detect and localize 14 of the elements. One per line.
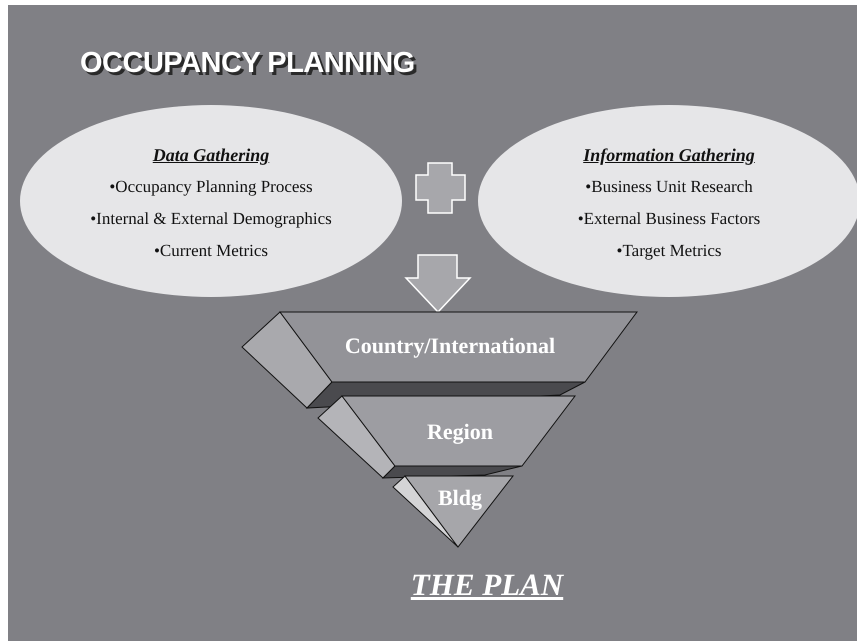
bullet-item: •Internal & External Demographics [90,208,332,230]
tier-label: Country/International [344,332,556,360]
tier-label: Bldg [436,484,484,512]
block-arrow [404,254,472,314]
plan-caption: THE PLAN [410,566,565,604]
bullet-item: •Occupancy Planning Process [109,176,313,198]
bullet-item: •Target Metrics [616,240,722,262]
ellipse-heading: Information Gathering [583,144,755,167]
bullet-item: •External Business Factors [578,208,760,230]
bullet-item: •Business Unit Research [585,176,753,198]
bullet-item: •Current Metrics [154,240,268,262]
ellipse-heading: Data Gathering [152,144,270,167]
tier-label: Region [426,418,494,446]
title: OCCUPANCY PLANNING [80,46,415,81]
